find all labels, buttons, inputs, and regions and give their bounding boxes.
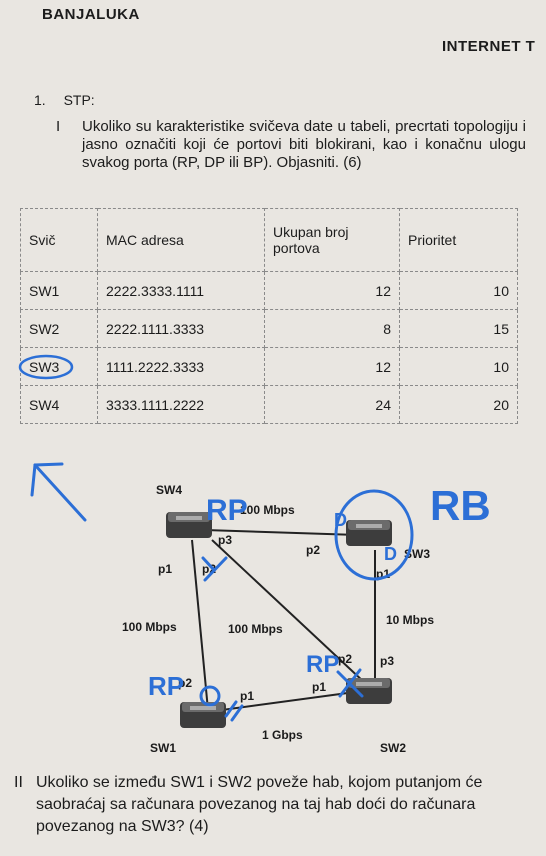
table-cell: 12	[264, 271, 400, 310]
port-label: p1	[312, 680, 326, 694]
speed-label: 100 Mbps	[228, 622, 283, 636]
task-text: Ukoliko su karakteristike svičeva date u…	[82, 118, 526, 171]
table-cell: SW2	[20, 309, 98, 348]
table-row: SW4 3333.1111.2222 24 20	[20, 385, 518, 424]
table-header-row: Svič MAC adresa Ukupan broj portova Prio…	[20, 208, 518, 272]
table-cell: 10	[399, 271, 518, 310]
question-2: II Ukoliko se između SW1 i SW2 poveže ha…	[14, 772, 534, 838]
pen-block-mark	[336, 668, 364, 698]
switch-sw2-icon	[346, 678, 392, 704]
table-cell: SW3	[29, 358, 60, 375]
header-school: BANJALUKA	[42, 6, 140, 23]
label-sw4: SW4	[156, 483, 182, 497]
speed-label: 1 Gbps	[262, 728, 303, 742]
link-sw4-sw1	[191, 539, 209, 711]
table-cell: 20	[399, 385, 518, 424]
table-row: SW1 2222.3333.1111 12 10	[20, 271, 518, 310]
table-header-cell: MAC adresa	[97, 208, 265, 272]
pen-rb: RB	[430, 482, 491, 529]
switch-sw1-icon	[180, 702, 226, 728]
port-label: p2	[306, 543, 320, 557]
table-cell: 1111.2222.3333	[97, 347, 265, 386]
pen-rp-sw2: RP	[306, 651, 339, 678]
table-cell: 8	[264, 309, 400, 348]
question-2-text: Ukoliko se između SW1 i SW2 poveže hab, …	[36, 774, 483, 835]
port-label: p3	[218, 533, 232, 547]
pen-arrow-mark	[30, 462, 87, 522]
label-sw1: SW1	[150, 741, 176, 755]
speed-label: 100 Mbps	[122, 620, 177, 634]
pen-circle-sw3	[334, 489, 414, 581]
table-cell: SW1	[20, 271, 98, 310]
question-number: 1.	[34, 92, 46, 108]
label-sw2: SW2	[380, 741, 406, 755]
port-label: p2	[178, 676, 192, 690]
table-header-cell: Svič	[20, 208, 98, 272]
table-cell: 10	[399, 347, 518, 386]
pen-d-sw3-p1: D	[384, 544, 397, 564]
table-cell: 2222.3333.1111	[97, 271, 265, 310]
table-cell-circled: SW3	[18, 347, 98, 386]
port-label: p2	[338, 652, 352, 666]
pen-rp-sw4: RP	[206, 494, 248, 527]
table-header-cell: Prioritet	[399, 208, 518, 272]
pen-d-sw3-p2: D	[334, 510, 347, 530]
table-cell: 3333.1111.2222	[97, 385, 265, 424]
table-row: SW3 1111.2222.3333 12 10	[18, 347, 518, 386]
question-1-task: I Ukoliko su karakteristike svičeva date…	[56, 118, 526, 172]
port-label: p3	[380, 654, 394, 668]
header-subject: INTERNET T	[442, 38, 536, 55]
question-title: STP:	[63, 92, 95, 108]
network-topology-diagram: SW4 SW3 SW1 SW2 p3 p2 p1 p2 p1 p2 p3 p2 …	[30, 462, 491, 755]
pen-slash-mark	[201, 556, 228, 582]
switch-sw3-icon	[346, 520, 392, 546]
table-cell: 12	[264, 347, 400, 386]
table-cell: 24	[264, 385, 400, 424]
speed-label: 10 Mbps	[386, 613, 434, 627]
pen-rp-sw1: RP	[148, 671, 184, 701]
question-2-roman: II	[14, 774, 23, 791]
switch-sw4-icon	[166, 512, 212, 538]
pen-tick-mark	[224, 700, 244, 722]
link-sw1-sw2	[221, 691, 356, 711]
port-label: p1	[158, 562, 172, 576]
speed-label: 100 Mbps	[240, 503, 295, 517]
table-cell: SW4	[20, 385, 98, 424]
question-1-heading: 1. STP:	[34, 92, 95, 108]
link-sw4-sw2	[211, 539, 366, 684]
pen-circle-mark	[18, 354, 74, 380]
table-cell: 15	[399, 309, 518, 348]
switch-table: Svič MAC adresa Ukupan broj portova Prio…	[18, 208, 518, 424]
table-row: SW2 2222.1111.3333 8 15	[20, 309, 518, 348]
table-cell: 2222.1111.3333	[97, 309, 265, 348]
link-sw4-sw3	[204, 529, 359, 536]
table-header-cell: Ukupan broj portova	[264, 208, 400, 272]
port-label: p1	[240, 689, 254, 703]
task-roman-numeral: I	[56, 118, 61, 135]
pen-port-circle	[199, 685, 221, 707]
